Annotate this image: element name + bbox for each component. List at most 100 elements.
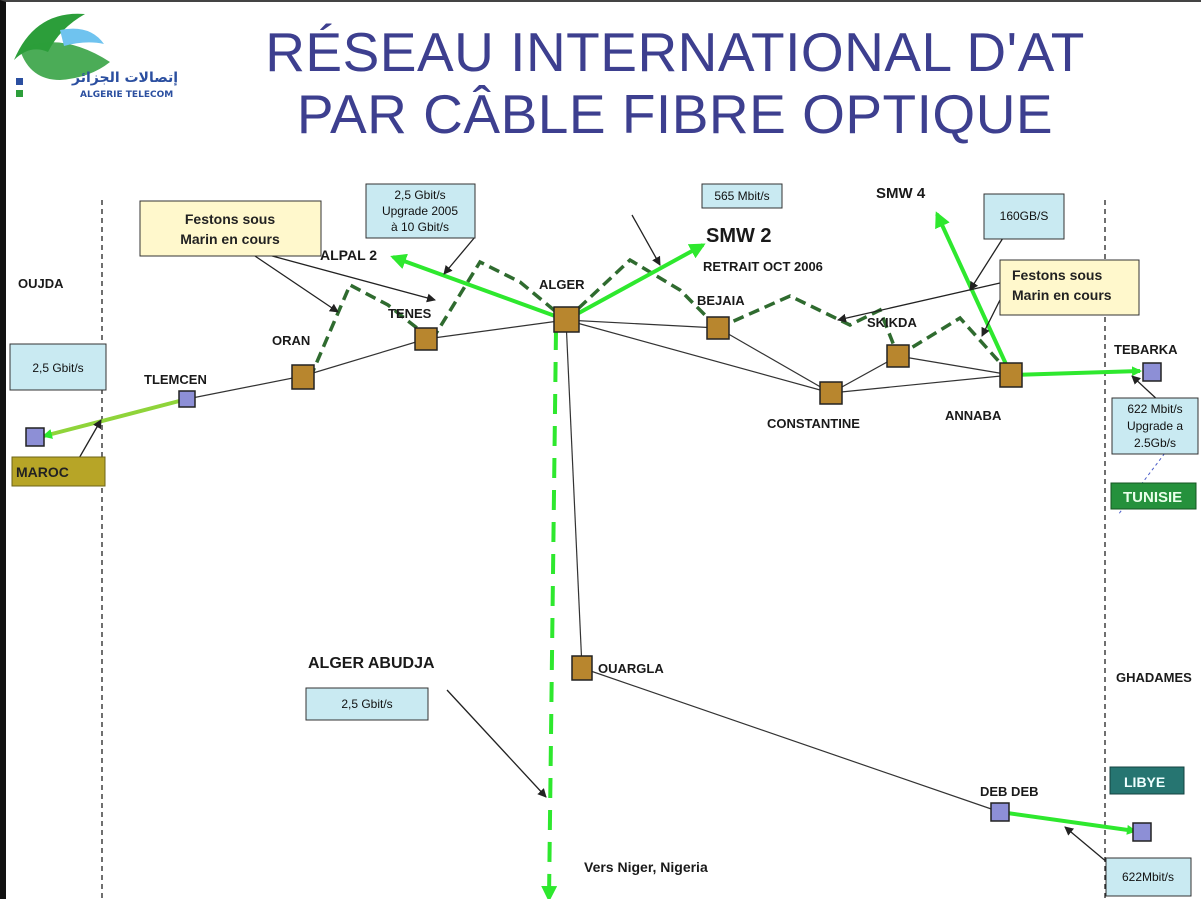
label-annaba: ANNABA: [945, 408, 1002, 423]
pointer-smw2: [631, 214, 661, 266]
city-labels: ALGER TENES ORAN TLEMCEN OUJDA BEJAIA SK…: [18, 276, 1192, 799]
libye-label: LIBYE: [1124, 774, 1165, 790]
label-oujda: OUJDA: [18, 276, 64, 291]
submarine-festons: [308, 257, 1013, 379]
node-tenes: [414, 327, 438, 351]
cable-annaba-tebarka: [1010, 366, 1142, 377]
cable-debdeb-libye: [999, 810, 1137, 835]
svg-text:Festons sous: Festons sous: [1012, 267, 1102, 283]
node-tebarka: [1142, 362, 1162, 382]
pointer-maroc-rate: [77, 419, 102, 461]
link-oran-tenes: [302, 338, 427, 377]
label-oran: ORAN: [272, 333, 310, 348]
label-skikda: SKIKDA: [867, 315, 917, 330]
remote-nodes: [25, 362, 1162, 842]
label-alpal2: ALPAL 2: [320, 247, 377, 263]
svg-text:622 Mbit/s: 622 Mbit/s: [1127, 402, 1182, 416]
node-constantine: [819, 381, 843, 405]
svg-text:160GB/S: 160GB/S: [1000, 209, 1049, 223]
feston-tenes-alger: [430, 259, 568, 341]
node-tlemcen: [178, 390, 196, 408]
link-bejaia-constantine: [717, 327, 832, 394]
node-ouargla: [571, 655, 593, 681]
node-oran: [291, 364, 315, 390]
label-smw2: SMW 2: [706, 225, 772, 247]
label-ouargla: OUARGLA: [598, 661, 664, 676]
svg-text:622Mbit/s: 622Mbit/s: [1122, 870, 1174, 884]
feston-alger-bejaia: [564, 257, 720, 330]
logo-arabic-text: إتصالات الجزائر: [72, 70, 179, 86]
link-tlemcen-oran: [186, 375, 304, 400]
cable-smw4: [935, 211, 1013, 376]
label-ghadames: GHADAMES: [1116, 670, 1192, 685]
maroc-label: MAROC: [16, 464, 69, 480]
svg-text:2,5 Gbit/s: 2,5 Gbit/s: [394, 188, 445, 202]
pointer-festons-left-b: [249, 249, 436, 303]
link-alger-constantine: [565, 319, 832, 394]
link-ouargla-debdeb: [581, 667, 1001, 813]
label-bejaia: BEJAIA: [697, 293, 745, 308]
cable-smw2: [565, 243, 706, 322]
svg-text:2,5 Gbit/s: 2,5 Gbit/s: [341, 697, 392, 711]
country-badge-tunisie: TUNISIE: [1110, 482, 1197, 510]
callout-alpal-rate: 2,5 Gbit/s Upgrade 2005 à 10 Gbit/s: [365, 183, 476, 239]
link-skikda-annaba: [897, 355, 1012, 376]
label-tlemcen: TLEMCEN: [144, 372, 207, 387]
callout-tunisie-rate: 622 Mbit/s Upgrade a 2.5Gb/s: [1111, 397, 1199, 455]
svg-text:Upgrade 2005: Upgrade 2005: [382, 204, 458, 218]
node-debdeb: [990, 802, 1010, 822]
pointer-arrows: [77, 214, 1161, 864]
cable-alpal2: [390, 253, 567, 322]
label-alger: ALGER: [539, 277, 585, 292]
country-badge-maroc: MAROC: [11, 456, 106, 487]
svg-text:Festons sous: Festons sous: [185, 211, 275, 227]
node-annaba: [999, 362, 1023, 388]
callout-smw2-rate: 565 Mbit/s: [701, 183, 783, 209]
callout-smw4-rate: 160GB/S: [983, 193, 1065, 240]
cable-tlemcen-maroc: [42, 397, 188, 439]
cable-alger-abudja: [541, 329, 558, 899]
feston-oran-tenes: [308, 282, 434, 379]
callout-abudja-rate: 2,5 Gbit/s: [305, 687, 429, 721]
pointer-libye: [1064, 826, 1109, 864]
svg-text:Marin en cours: Marin en cours: [180, 231, 280, 247]
svg-text:2,5 Gbit/s: 2,5 Gbit/s: [32, 361, 83, 375]
label-tenes: TENES: [388, 306, 432, 321]
label-constantine: CONSTANTINE: [767, 416, 860, 431]
callout-festons-right: Festons sous Marin en cours: [999, 259, 1140, 316]
feston-skikda-annaba: [897, 315, 1013, 377]
pointer-abudja: [446, 689, 547, 798]
link-constantine-annaba: [830, 374, 1012, 394]
city-nodes: [291, 306, 1023, 681]
node-libye: [1132, 822, 1152, 842]
pointer-alpal: [443, 236, 476, 275]
pointer-festons-left-a: [245, 249, 339, 313]
label-smw2-retrait: RETRAIT OCT 2006: [703, 259, 823, 274]
node-alger: [553, 306, 580, 333]
node-maroc: [25, 427, 45, 447]
label-debdeb: DEB DEB: [980, 784, 1039, 799]
svg-text:565 Mbit/s: 565 Mbit/s: [714, 189, 769, 203]
label-smw4: SMW 4: [876, 185, 926, 202]
svg-text:Upgrade a: Upgrade a: [1127, 419, 1183, 433]
callout-festons-left: Festons sous Marin en cours: [139, 200, 322, 257]
label-alger-abudja: ALGER ABUDJA: [308, 655, 435, 672]
feston-bejaia-skikda: [717, 294, 900, 357]
logo-brand-text: ALGERIE TELECOM: [80, 90, 174, 100]
country-badge-libye: LIBYE: [1109, 766, 1185, 795]
international-cables: [42, 211, 1142, 899]
slide-title-line-2: PAR CÂBLE FIBRE OPTIQUE: [296, 83, 1054, 145]
algerie-telecom-logo: [14, 13, 110, 97]
link-tenes-alger: [425, 319, 567, 340]
node-skikda: [886, 344, 910, 368]
tunisie-label: TUNISIE: [1123, 489, 1182, 506]
link-alger-ouargla: [565, 319, 583, 669]
svg-text:Marin en cours: Marin en cours: [1012, 287, 1112, 303]
terrestrial-links: [186, 319, 1012, 813]
node-bejaia: [706, 316, 730, 340]
svg-text:à 10 Gbit/s: à 10 Gbit/s: [391, 220, 449, 234]
callout-maroc-rate: 2,5 Gbit/s: [9, 343, 107, 391]
link-alger-bejaia: [565, 319, 719, 329]
